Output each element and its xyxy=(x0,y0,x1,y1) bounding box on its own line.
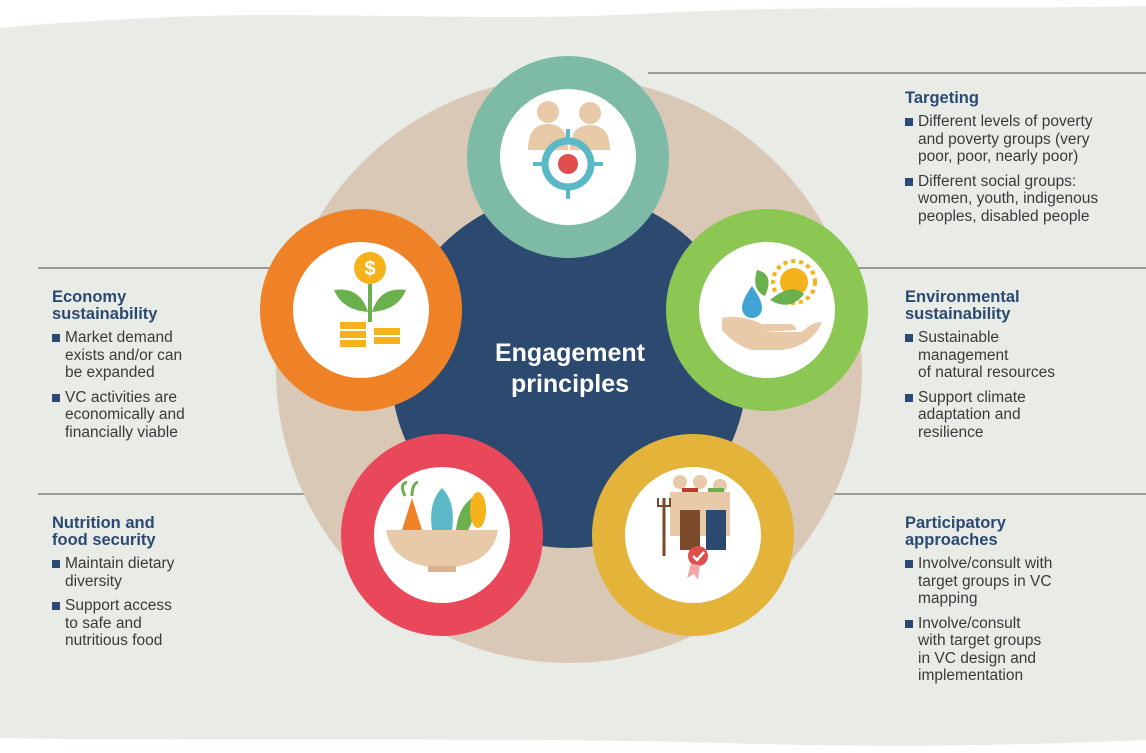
bullet-line: Maintain dietary xyxy=(65,555,175,572)
bullet-participatory-2: Involve/consult with target groups in VC… xyxy=(905,615,1140,685)
bullet-line: implementation xyxy=(918,667,1024,684)
node-economy: $ xyxy=(260,209,462,411)
bullet-line: to safe and xyxy=(65,614,142,632)
farmers-group-icon xyxy=(657,475,730,580)
bullets-economy: Market demand exists and/or can be expan… xyxy=(52,329,252,441)
vegetable-bowl-icon xyxy=(386,480,498,572)
heading-targeting-line-1: Targeting xyxy=(905,89,979,107)
panel-economy: Economy sustainability Market demand exi… xyxy=(52,289,252,448)
bullet-line: financially viable xyxy=(65,423,178,441)
panel-environmental: Environmental sustainability Sustainable… xyxy=(905,289,1140,448)
sun-plant-hand-icon xyxy=(722,259,822,350)
hub-title-line-2: principles xyxy=(510,370,630,398)
bullet-line: nutritious food xyxy=(65,632,163,649)
bullet-line: exists and/or can xyxy=(65,346,183,364)
bullet-line: Market demand xyxy=(65,329,173,346)
bullet-line: Involve/consult with xyxy=(918,555,1053,572)
bullet-line: in VC design and xyxy=(918,649,1037,667)
heading-environmental: Environmental sustainability xyxy=(905,289,1140,323)
heading-participatory-line-1: Participatory xyxy=(905,514,1006,532)
bullet-line: Different levels of poverty xyxy=(918,113,1093,130)
bullets-targeting: Different levels of poverty and poverty … xyxy=(905,113,1145,225)
bullet-line: mapping xyxy=(918,590,978,607)
bullet-economy-2: VC activities are economically and finan… xyxy=(52,389,252,442)
hub-title-line-1: Engagement xyxy=(494,339,646,367)
paper-torn-bottom-edge xyxy=(0,738,1146,753)
bullets-participatory: Involve/consult with target groups in VC… xyxy=(905,555,1140,685)
bullet-line: VC activities are xyxy=(65,388,177,406)
node-participatory xyxy=(592,434,794,636)
node-nutrition xyxy=(341,434,543,636)
bullet-line: management xyxy=(918,346,1009,364)
bullet-environmental-2: Support climate adaptation and resilienc… xyxy=(905,389,1140,442)
bullet-line: peoples, disabled people xyxy=(918,207,1090,225)
bullet-nutrition-2: Support access to safe and nutritious fo… xyxy=(52,597,252,650)
bullet-line: of natural resources xyxy=(918,364,1055,381)
bullet-line: Involve/consult xyxy=(918,614,1021,632)
bullets-nutrition: Maintain dietary diversity Support acces… xyxy=(52,555,252,650)
heading-participatory-line-2: approaches xyxy=(905,531,998,549)
panel-nutrition: Nutrition and food security Maintain die… xyxy=(52,515,252,657)
bullet-line: and poverty groups (very xyxy=(918,130,1090,148)
bullet-line: women, youth, indigenous xyxy=(918,190,1099,207)
bullet-economy-1: Market demand exists and/or can be expan… xyxy=(52,329,252,382)
bullet-line: resilience xyxy=(918,423,984,441)
heading-targeting: Targeting xyxy=(905,90,1145,107)
bullet-targeting-1: Different levels of poverty and poverty … xyxy=(905,113,1145,166)
paper-torn-top-edge xyxy=(0,0,1146,28)
bullet-participatory-1: Involve/consult with target groups in VC… xyxy=(905,555,1140,608)
bullet-line: Different social groups: xyxy=(918,172,1077,190)
svg-text:$: $ xyxy=(364,258,375,280)
heading-economy-line-2: sustainability xyxy=(52,305,158,323)
heading-nutrition-line-1: Nutrition and xyxy=(52,514,155,532)
panel-targeting: Targeting Different levels of poverty an… xyxy=(905,90,1145,232)
heading-environmental-line-2: sustainability xyxy=(905,305,1011,323)
bullet-line: Support access xyxy=(65,597,172,614)
bullet-line: be expanded xyxy=(65,364,155,381)
node-targeting xyxy=(467,56,669,258)
heading-economy-line-1: Economy xyxy=(52,288,127,306)
heading-participatory: Participatory approaches xyxy=(905,515,1140,549)
money-plant-icon: $ xyxy=(334,252,406,347)
bullet-line: adaptation and xyxy=(918,406,1021,423)
panel-participatory: Participatory approaches Involve/consult… xyxy=(905,515,1140,692)
hub-title: Engagement principles xyxy=(470,338,670,400)
node-environmental xyxy=(666,209,868,411)
bullet-line: economically and xyxy=(65,406,185,423)
bullet-line: diversity xyxy=(65,572,122,590)
heading-nutrition-line-2: food security xyxy=(52,531,156,549)
bullet-environmental-1: Sustainable management of natural resour… xyxy=(905,329,1140,382)
bullet-line: target groups in VC xyxy=(918,572,1052,590)
bullet-line: poor, poor, nearly poor) xyxy=(918,148,1079,165)
bullets-environmental: Sustainable management of natural resour… xyxy=(905,329,1140,441)
bullet-nutrition-1: Maintain dietary diversity xyxy=(52,555,252,590)
heading-economy: Economy sustainability xyxy=(52,289,252,323)
bullet-line: Support climate xyxy=(918,388,1026,406)
bullet-line: with target groups xyxy=(918,632,1042,649)
bullet-line: Sustainable xyxy=(918,329,1000,346)
bullet-targeting-2: Different social groups: women, youth, i… xyxy=(905,173,1145,226)
heading-environmental-line-1: Environmental xyxy=(905,288,1020,306)
target-people-icon xyxy=(528,101,610,199)
heading-nutrition: Nutrition and food security xyxy=(52,515,252,549)
